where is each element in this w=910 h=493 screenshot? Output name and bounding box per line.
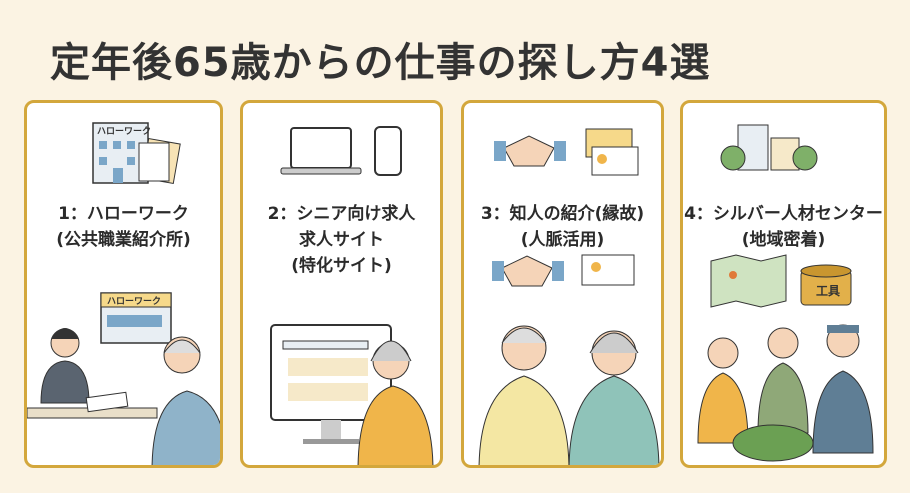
desktop-computer-icon xyxy=(270,324,392,444)
card-hello-work: ハローワーク ハローワーク 1：ハローワーク (公共職業紹介所) xyxy=(24,100,223,468)
handshake-icon xyxy=(492,255,564,287)
senior-woman-icon xyxy=(357,340,434,465)
laptop-icon xyxy=(280,127,362,175)
documents-icon xyxy=(138,137,181,185)
senior-man-icon xyxy=(478,325,570,465)
smartphone-icon xyxy=(374,126,402,176)
town-icon xyxy=(720,124,818,171)
toolbox-icon xyxy=(800,264,852,306)
handshake-icon xyxy=(494,135,566,167)
profile-card-icon xyxy=(581,254,635,286)
card-title: 4：シルバー人材センター xyxy=(684,204,883,224)
page-title: 定年後65歳からの仕事の探し方4選 xyxy=(50,40,711,86)
card-subtitle: (人脈活用) xyxy=(520,230,605,250)
card-subtitle: (地域密着) xyxy=(741,230,826,250)
silver-center-illustration: 工具 xyxy=(697,124,874,462)
svg-text:工具: 工具 xyxy=(816,284,840,298)
card-referral: 3：知人の紹介(縁故) (人脈活用) xyxy=(461,100,664,468)
card-job-sites: 2：シニア向け求人 求人サイト (特化サイト) xyxy=(240,100,443,468)
card-subtitle: 求人サイト xyxy=(299,230,384,250)
office-building-icon xyxy=(100,292,172,344)
senior-workers-icon xyxy=(697,324,874,462)
card-silver-center: 工具 4：シルバー人材センター (地域密着) xyxy=(680,100,887,468)
map-icon xyxy=(710,254,787,308)
card-title: 1：ハローワーク xyxy=(58,204,189,224)
business-card-icon xyxy=(585,128,639,176)
referral-illustration xyxy=(478,128,660,465)
card-title: 2：シニア向け求人 xyxy=(267,204,416,224)
form-icon xyxy=(85,391,129,413)
staff-person-icon xyxy=(40,328,90,404)
card-subtitle: (特化サイト) xyxy=(291,256,392,276)
senior-woman-icon xyxy=(568,330,660,465)
svg-text:ハローワーク: ハローワーク xyxy=(107,296,161,307)
svg-text:ハローワーク: ハローワーク xyxy=(97,126,151,137)
hello-work-illustration: ハローワーク ハローワーク xyxy=(27,122,220,465)
card-subtitle: (公共職業紹介所) xyxy=(56,230,191,250)
senior-man-icon xyxy=(151,336,220,465)
job-sites-illustration xyxy=(270,126,434,465)
card-title: 3：知人の紹介(縁故) xyxy=(480,204,645,224)
